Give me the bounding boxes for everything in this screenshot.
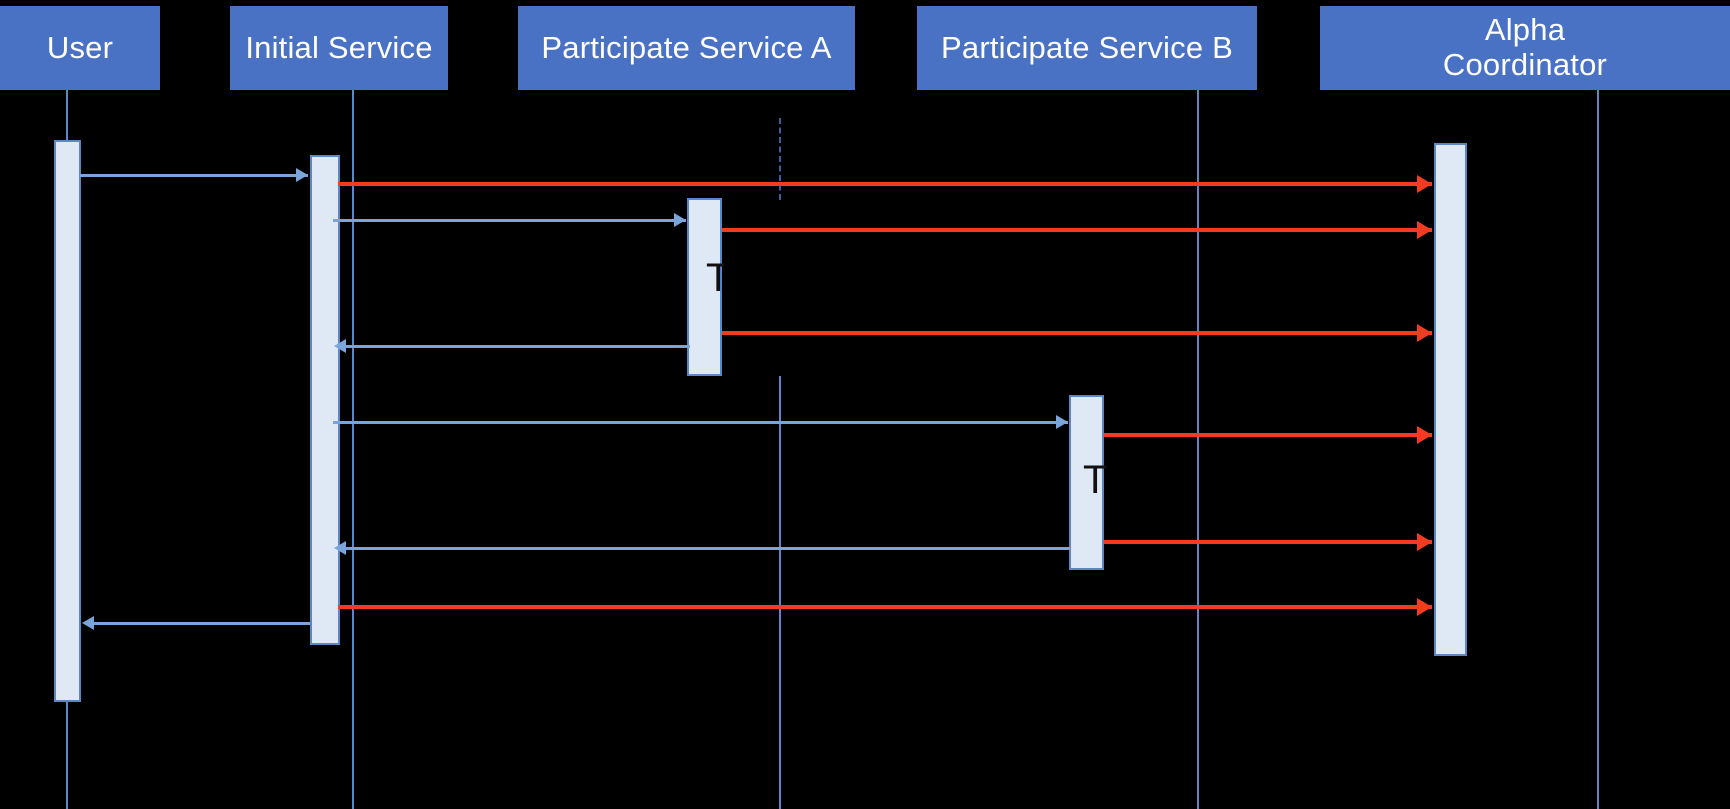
message-shaft: [722, 331, 1432, 335]
activation-bar-participate-service-b: [1069, 395, 1104, 570]
participant-header-participate-service-a[interactable]: Participate Service A: [518, 6, 855, 90]
annotation-label-service-a: T: [706, 258, 724, 298]
participant-label-user: User: [46, 29, 114, 65]
participant-header-user[interactable]: User: [0, 6, 160, 90]
annotation-label-service-b: T: [1083, 460, 1108, 500]
lifeline-stem-participate-service-a-dashed: [779, 118, 781, 200]
occluder-service-a-label: [724, 248, 784, 308]
message-shaft: [80, 173, 308, 177]
message-shaft: [338, 605, 1432, 609]
arrowhead-left-icon: [82, 616, 94, 630]
occluder-service-b-label: [1109, 450, 1179, 520]
participant-header-initial-service[interactable]: Initial Service: [230, 6, 448, 90]
arrowhead-right-icon: [674, 213, 686, 227]
message-shaft: [1104, 540, 1432, 544]
message-shaft: [333, 218, 686, 222]
arrowhead-right-icon: [1417, 324, 1432, 342]
arrowhead-right-icon: [1417, 426, 1432, 444]
arrowhead-right-icon: [1417, 598, 1432, 616]
arrowhead-left-icon: [334, 541, 346, 555]
lifeline-stem-participate-service-a: [779, 376, 781, 809]
arrowhead-right-icon: [296, 168, 308, 182]
participant-label-initial-service: Initial Service: [245, 29, 433, 65]
activation-bar-initial-service: [310, 155, 340, 645]
message-shaft: [722, 228, 1432, 232]
lifeline-stem-participate-service-b: [1197, 90, 1199, 809]
activation-bar-participate-service-a: [687, 198, 722, 376]
message-shaft: [333, 420, 1068, 424]
lifeline-stem-initial-service: [352, 90, 354, 809]
message-shaft: [344, 344, 690, 348]
message-shaft: [1104, 433, 1432, 437]
lifeline-stem-alpha-coordinator: [1597, 90, 1599, 809]
arrowhead-right-icon: [1417, 533, 1432, 551]
arrowhead-right-icon: [1056, 415, 1068, 429]
participant-label-alpha-coordinator: Alpha Coordinator: [1442, 12, 1608, 82]
activation-bar-alpha-coordinator: [1434, 143, 1467, 656]
arrowhead-right-icon: [1417, 221, 1432, 239]
activation-bar-user: [54, 140, 81, 702]
participant-label-participate-service-a: Participate Service A: [541, 29, 832, 65]
message-shaft: [344, 546, 1070, 550]
arrowhead-right-icon: [1417, 175, 1432, 193]
message-shaft: [92, 621, 310, 625]
message-shaft: [338, 182, 1432, 186]
participant-label-participate-service-b: Participate Service B: [941, 29, 1233, 65]
arrowhead-left-icon: [334, 339, 346, 353]
participant-header-participate-service-b[interactable]: Participate Service B: [917, 6, 1257, 90]
participant-header-alpha-coordinator[interactable]: Alpha Coordinator: [1320, 6, 1730, 90]
